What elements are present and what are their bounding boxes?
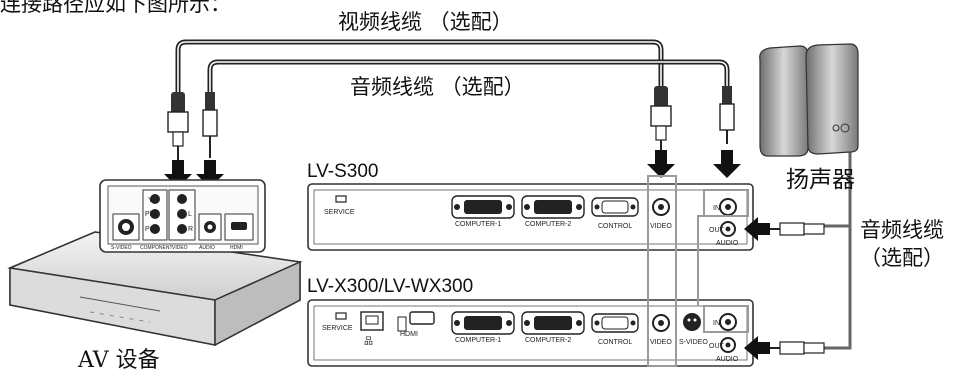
p1-control-label: CONTROL: [598, 223, 632, 230]
p1-audio-label: AUDIO: [716, 240, 739, 247]
rca-plug-right: [650, 86, 672, 150]
av-l-label: L: [188, 211, 192, 218]
av-pb-label: Pb: [145, 211, 154, 218]
video-cable-label: 视频线缆 （选配）: [338, 10, 513, 34]
p1-computer1-label: COMPUTER-1: [455, 221, 501, 228]
av-y-label: Y: [148, 197, 153, 204]
audio-cable-right-label-1: 音频线缆: [860, 218, 944, 242]
p2-in-label: IN: [713, 320, 720, 327]
p2-video-label: VIDEO: [650, 339, 672, 346]
p2-audio-label: AUDIO: [716, 356, 739, 363]
p2-computer1-label: COMPUTER-1: [455, 337, 501, 344]
av-svideo-label: S-VIDEO: [111, 245, 132, 251]
speakers: [759, 43, 859, 157]
av-component-label: COMPONENT: [140, 245, 173, 251]
audio-plug-right: [719, 86, 735, 144]
audio-plug-left: [202, 92, 218, 158]
arrow-left-icon: [744, 217, 770, 360]
speaker-plug-1: [760, 222, 825, 236]
projector-lv-s300-panel: SERVICE COMPUTER-1 COMPUTER-2 CONTROL VI…: [307, 183, 754, 251]
audio-cable-right-label-2: （选配）: [860, 246, 944, 270]
av-video-label: VIDEO: [172, 245, 188, 251]
p2-out-label: OUT: [709, 343, 725, 350]
p1-video-label: VIDEO: [650, 223, 672, 230]
p1-in-label: IN: [713, 205, 720, 212]
av-device: Y Pb Pr L R S-VIDEO COMPONENT VIDEO AUDI…: [7, 179, 303, 347]
av-device-label: AV 设备: [78, 348, 160, 373]
projector-2-label: LV-X300/LV-WX300: [307, 276, 474, 297]
p2-svideo-label: S-VIDEO: [679, 339, 708, 346]
p2-service-label: SERVICE: [322, 325, 353, 332]
p1-out-label: OUT: [709, 227, 725, 234]
projector-1-label: LV-S300: [307, 161, 379, 182]
speakers-label: 扬声器: [786, 167, 855, 193]
audio-cable-label: 音频线缆 （选配）: [350, 75, 525, 99]
av-r-label: R: [188, 226, 193, 233]
top-caption: 连接路径应如下图所示：: [0, 0, 231, 16]
av-hdmi-label: HDMI: [230, 245, 243, 251]
av-pr-label: Pr: [145, 226, 153, 233]
p2-computer2-label: COMPUTER-2: [525, 337, 571, 344]
port-highlight: [647, 175, 749, 367]
speaker-audio-cable: [824, 145, 852, 350]
av-audio-label: AUDIO: [199, 245, 215, 251]
p1-computer2-label: COMPUTER-2: [525, 221, 571, 228]
projector-lv-x300-panel: SERVICE 品 HDMI COMPUTER-1 COMPUTER-2 CON…: [307, 299, 754, 367]
p2-control-label: CONTROL: [598, 339, 632, 346]
p1-service-label: SERVICE: [324, 209, 355, 216]
lan-icon: 品: [364, 336, 373, 346]
rca-plug-left: [167, 92, 189, 160]
p2-hdmi-label: HDMI: [400, 331, 418, 338]
